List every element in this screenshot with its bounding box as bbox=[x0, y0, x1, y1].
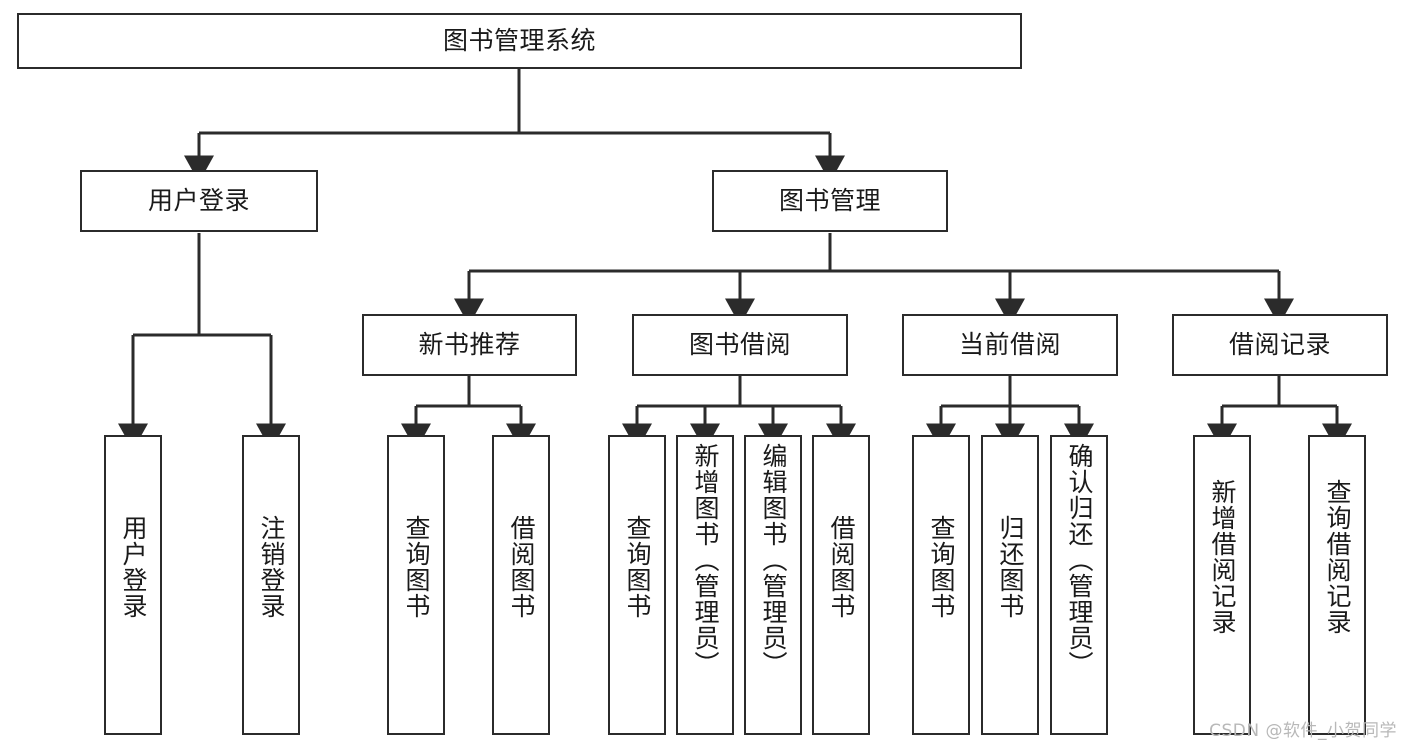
node-label: 查询图书 bbox=[927, 515, 956, 619]
leaf-user-login[interactable]: 用户登录 bbox=[104, 435, 162, 735]
leaf-borrow-book-2[interactable]: 借阅图书 bbox=[812, 435, 870, 735]
leaf-return-book[interactable]: 归还图书 bbox=[981, 435, 1039, 735]
node-label: 借阅图书 bbox=[827, 515, 856, 619]
node-new-book-rec[interactable]: 新书推荐 bbox=[362, 314, 577, 376]
node-label: 新增图书（管理员） bbox=[691, 443, 720, 677]
node-label: 新增借阅记录 bbox=[1208, 479, 1237, 635]
node-root-system[interactable]: 图书管理系统 bbox=[17, 13, 1022, 69]
leaf-query-book-1[interactable]: 查询图书 bbox=[387, 435, 445, 735]
node-label: 借阅记录 bbox=[1228, 329, 1331, 359]
leaf-add-record[interactable]: 新增借阅记录 bbox=[1193, 435, 1251, 735]
leaf-add-book[interactable]: 新增图书（管理员） bbox=[676, 435, 734, 735]
leaf-query-record[interactable]: 查询借阅记录 bbox=[1308, 435, 1366, 735]
node-label: 图书管理 bbox=[778, 185, 881, 215]
node-label: 图书管理系统 bbox=[442, 25, 596, 55]
leaf-borrow-book-1[interactable]: 借阅图书 bbox=[492, 435, 550, 735]
node-current-borrow[interactable]: 当前借阅 bbox=[902, 314, 1118, 376]
node-label: 新书推荐 bbox=[418, 329, 521, 359]
node-label: 查询借阅记录 bbox=[1323, 479, 1352, 635]
node-label: 确认归还（管理员） bbox=[1065, 443, 1094, 677]
node-label: 当前借阅 bbox=[958, 329, 1061, 359]
node-label: 查询图书 bbox=[623, 515, 652, 619]
leaf-logout-login[interactable]: 注销登录 bbox=[242, 435, 300, 735]
leaf-edit-book[interactable]: 编辑图书（管理员） bbox=[744, 435, 802, 735]
leaf-confirm-return[interactable]: 确认归还（管理员） bbox=[1050, 435, 1108, 735]
node-borrow-record[interactable]: 借阅记录 bbox=[1172, 314, 1388, 376]
node-book-manage[interactable]: 图书管理 bbox=[712, 170, 948, 232]
node-label: 编辑图书（管理员） bbox=[759, 443, 788, 677]
leaf-query-book-3[interactable]: 查询图书 bbox=[912, 435, 970, 735]
node-label: 归还图书 bbox=[996, 515, 1025, 619]
node-book-borrow[interactable]: 图书借阅 bbox=[632, 314, 848, 376]
leaf-query-book-2[interactable]: 查询图书 bbox=[608, 435, 666, 735]
node-label: 借阅图书 bbox=[507, 515, 536, 619]
node-label: 注销登录 bbox=[257, 515, 286, 619]
node-label: 图书借阅 bbox=[688, 329, 791, 359]
csdn-watermark: CSDN @软件_小贺同学 bbox=[1209, 721, 1397, 741]
node-label: 用户登录 bbox=[147, 185, 250, 215]
node-user-login[interactable]: 用户登录 bbox=[80, 170, 318, 232]
node-label: 查询图书 bbox=[402, 515, 431, 619]
node-label: 用户登录 bbox=[119, 515, 148, 619]
